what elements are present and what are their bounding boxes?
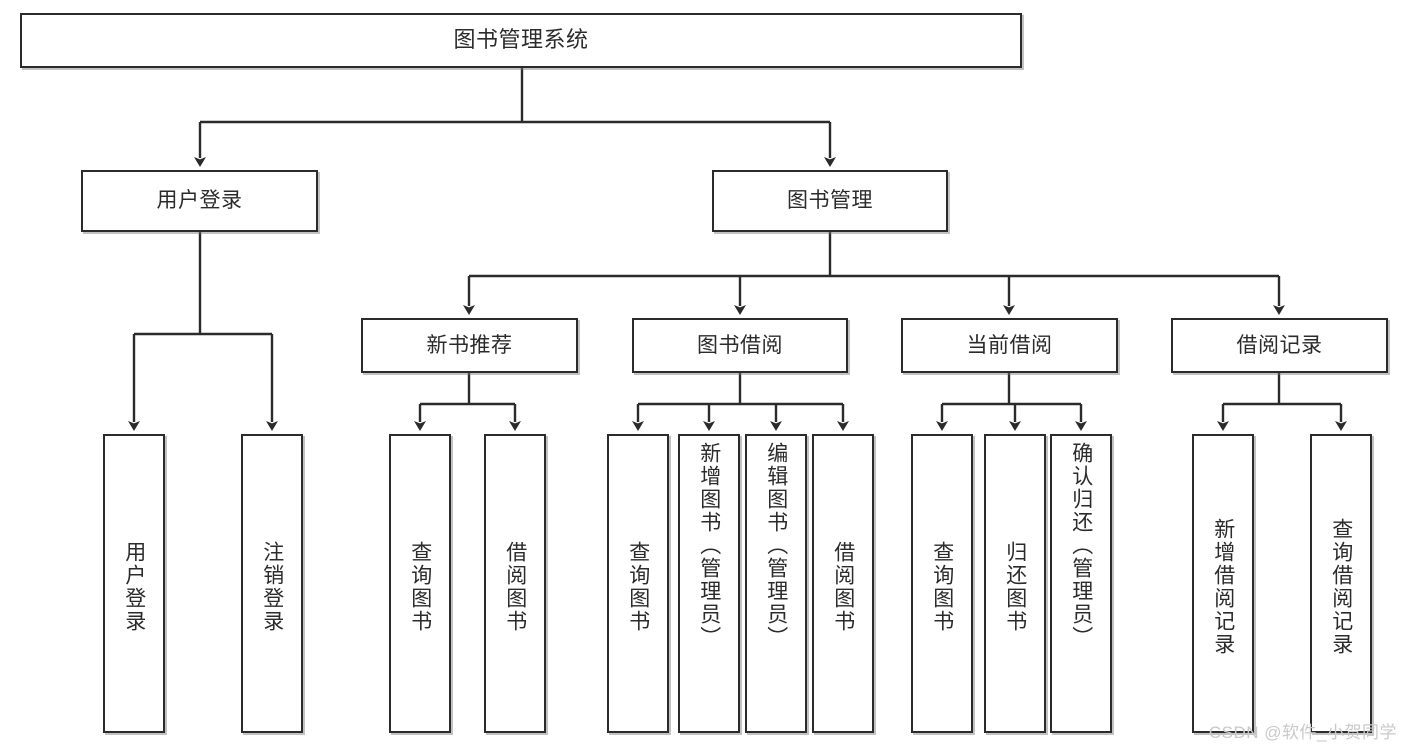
node-leaf-confirm-return[interactable]: 确认归还（管理员） [1050,434,1112,733]
node-root-label: 图书管理系统 [453,27,589,53]
node-leaf-return-book[interactable]: 归还图书 [984,434,1046,733]
node-leaf-query-book-1-label: 查询图书 [408,540,432,633]
node-borrow-record-label: 借阅记录 [1236,333,1323,357]
node-book-borrow[interactable]: 图书借阅 [632,318,848,373]
node-leaf-add-book-label: 新增图书（管理员） [697,442,721,649]
node-leaf-add-book[interactable]: 新增图书（管理员） [678,434,740,733]
node-leaf-borrow-book-2[interactable]: 借阅图书 [812,434,874,733]
node-book-borrow-label: 图书借阅 [697,333,783,357]
node-leaf-user-logout-label: 注销登录 [260,540,284,633]
node-new-book-rec[interactable]: 新书推荐 [361,318,578,373]
node-leaf-query-book-2[interactable]: 查询图书 [607,434,669,733]
node-leaf-query-book-3-label: 查询图书 [930,540,954,633]
csdn-watermark: CSDN @软件_小贺同学 [1208,723,1397,742]
node-leaf-user-login-label: 用户登录 [122,540,146,633]
node-book-manage[interactable]: 图书管理 [712,170,948,232]
node-leaf-query-book-1[interactable]: 查询图书 [389,434,451,733]
node-leaf-add-record-label: 新增借阅记录 [1211,517,1235,656]
node-leaf-query-book-2-label: 查询图书 [626,540,650,633]
node-root[interactable]: 图书管理系统 [20,13,1022,68]
node-leaf-borrow-book-2-label: 借阅图书 [831,540,855,633]
node-current-borrow[interactable]: 当前借阅 [901,318,1118,373]
node-leaf-add-record[interactable]: 新增借阅记录 [1192,434,1254,733]
node-user-login-label: 用户登录 [156,189,243,213]
node-leaf-confirm-return-label: 确认归还（管理员） [1069,442,1093,649]
node-user-login[interactable]: 用户登录 [81,170,318,232]
node-new-book-rec-label: 新书推荐 [426,333,513,357]
node-leaf-borrow-book-1[interactable]: 借阅图书 [484,434,546,733]
node-leaf-query-record-label: 查询借阅记录 [1329,517,1353,656]
node-leaf-edit-book-label: 编辑图书（管理员） [764,442,788,649]
node-book-manage-label: 图书管理 [787,189,873,213]
node-leaf-query-record[interactable]: 查询借阅记录 [1310,434,1372,733]
node-borrow-record[interactable]: 借阅记录 [1171,318,1388,373]
node-leaf-user-logout[interactable]: 注销登录 [241,434,303,733]
node-leaf-return-book-label: 归还图书 [1003,540,1027,633]
node-leaf-edit-book[interactable]: 编辑图书（管理员） [745,434,807,733]
node-current-borrow-label: 当前借阅 [966,333,1053,357]
node-leaf-query-book-3[interactable]: 查询图书 [911,434,973,733]
node-leaf-borrow-book-1-label: 借阅图书 [503,540,527,633]
node-leaf-user-login[interactable]: 用户登录 [103,434,165,733]
